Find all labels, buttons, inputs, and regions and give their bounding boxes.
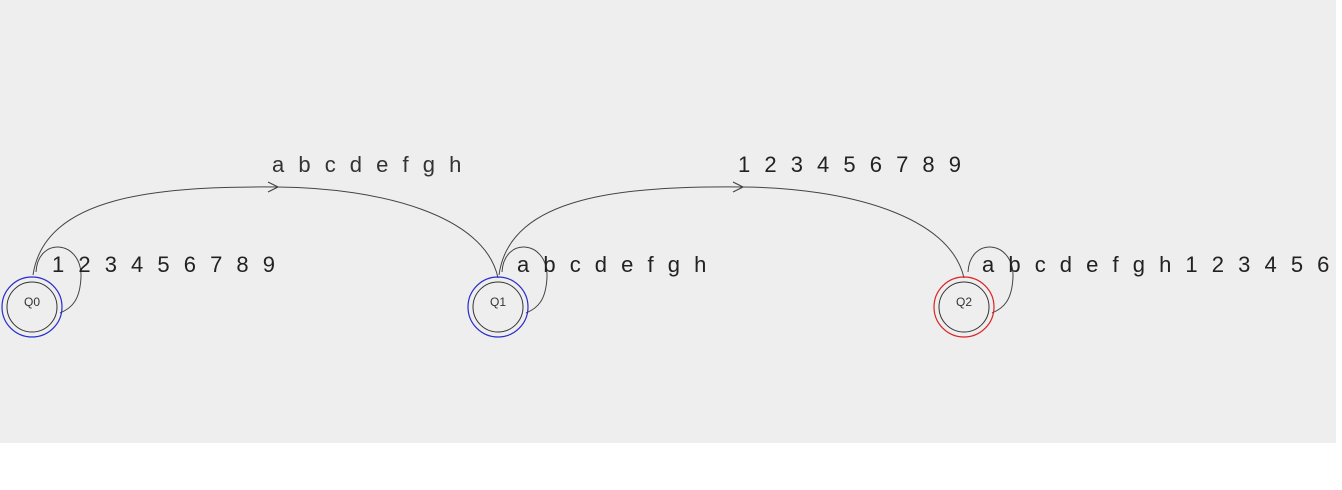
state-q2-label: Q2 [956,295,972,309]
self-loop-q0: 1 2 3 4 5 6 7 8 9 [35,246,279,314]
state-q0-outer-ring [1,276,63,338]
state-q1-outer-ring [467,276,529,338]
self-loop-label-q1: a b c d e f g h [517,252,710,277]
state-q0[interactable]: Q0 [1,276,63,338]
state-q1[interactable]: Q1 [467,276,529,338]
self-loop-q2: a b c d e f g h 1 2 3 4 5 6 7 8 9 [967,246,1336,314]
state-q0-inner-ring [6,281,58,333]
state-q2[interactable]: Q2 [933,276,995,338]
automaton-canvas: a b c d e f g h 1 2 3 4 5 6 7 8 9 1 2 3 … [0,0,1336,443]
arrow-icon [732,181,745,193]
edge-label-q0-q1: a b c d e f g h [272,152,465,177]
state-q1-label: Q1 [490,295,506,309]
self-loop-label-q0: 1 2 3 4 5 6 7 8 9 [52,252,279,277]
state-q2-outer-ring [933,276,995,338]
self-loop-label-q2: a b c d e f g h 1 2 3 4 5 6 7 8 9 [982,252,1336,277]
edge-label-q1-q2: 1 2 3 4 5 6 7 8 9 [738,152,965,177]
state-q0-label: Q0 [24,295,40,309]
edge-q1-q2: 1 2 3 4 5 6 7 8 9 [498,152,965,279]
arrow-icon [267,181,280,193]
automaton-diagram: a b c d e f g h 1 2 3 4 5 6 7 8 9 1 2 3 … [1,152,1336,338]
state-q2-inner-ring [938,281,990,333]
state-q1-inner-ring [472,281,524,333]
self-loop-q1: a b c d e f g h [501,246,710,314]
edge-q0-q1: a b c d e f g h [32,152,499,279]
